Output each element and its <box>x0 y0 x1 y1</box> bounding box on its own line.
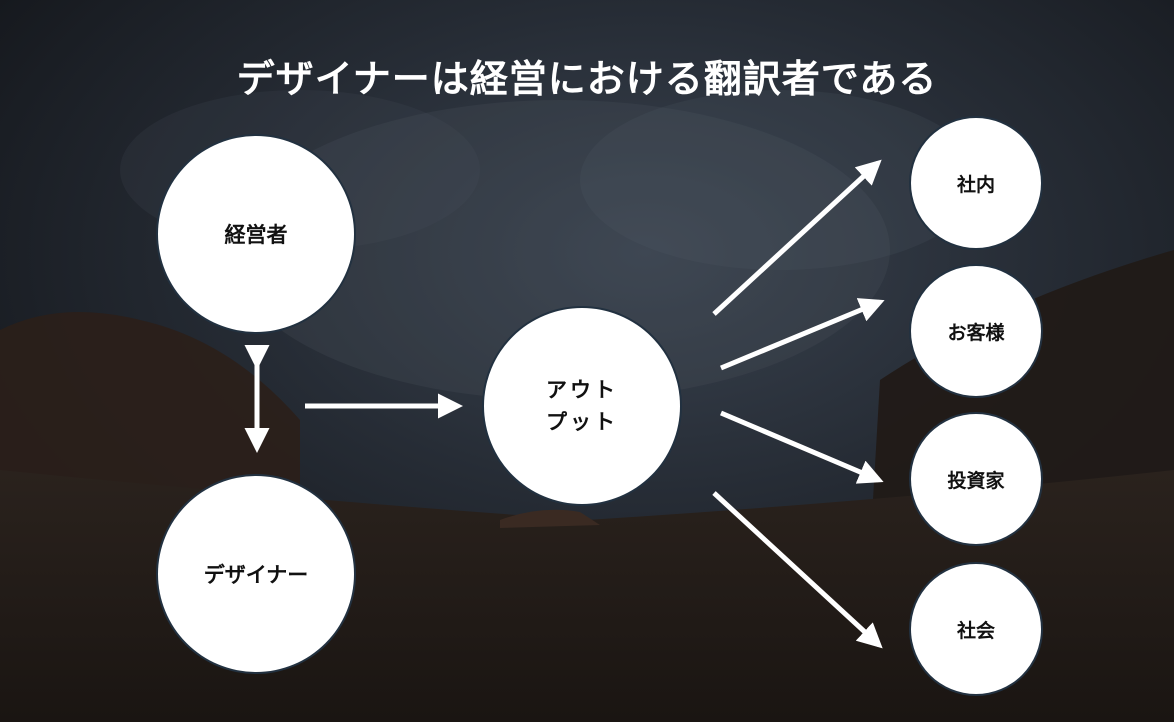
node-society-label: 社会 <box>956 619 995 642</box>
node-internal-label: 社内 <box>956 173 995 196</box>
node-executive: 経営者 <box>158 136 354 332</box>
node-investors-label: 投資家 <box>947 469 1005 492</box>
node-investors: 投資家 <box>911 414 1041 544</box>
node-internal: 社内 <box>911 118 1041 248</box>
node-society: 社会 <box>911 564 1041 694</box>
node-output-label-line2: プット <box>546 410 618 434</box>
node-customers: お客様 <box>911 266 1041 396</box>
node-designer-label: デザイナー <box>203 563 309 587</box>
page-title: デザイナーは経営における翻訳者である <box>236 57 938 101</box>
node-output: アウト プット <box>484 308 680 504</box>
node-output-label-line1: アウト <box>546 378 618 402</box>
node-customers-label: お客様 <box>947 321 1005 344</box>
node-executive-label: 経営者 <box>224 223 288 247</box>
node-designer: デザイナー <box>158 476 354 672</box>
